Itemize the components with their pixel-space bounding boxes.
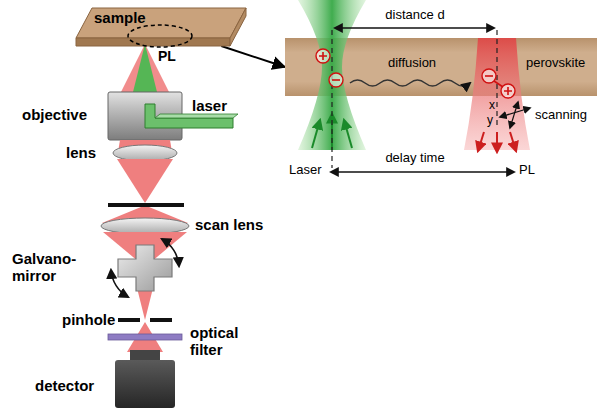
plus-sign [504,87,512,95]
beam-arrow [510,132,516,151]
guide-line [496,30,497,128]
scan-axis [510,102,518,128]
component-label: optical filter [190,324,254,359]
zoom-region [128,25,192,47]
slab-top [76,8,246,38]
excitation-beam [298,0,366,150]
recombination-line [494,81,503,87]
scan-axis [500,108,530,117]
node-label: sample [94,9,146,26]
beam-arrow [344,120,352,148]
galvo-mirror-shape [118,245,172,291]
process-label: scanning [535,108,587,123]
plus-sign [319,52,327,60]
pl-beam [117,159,173,203]
image-plane-bar [108,203,184,207]
pinhole-blade [118,318,140,322]
component-label: lens [66,144,96,161]
component-label: scan lens [195,216,263,233]
hole-charge [316,49,330,63]
perovskite-layer: perovskite [285,38,597,96]
hole-charge [501,84,515,98]
pinhole-blade [150,318,172,322]
rotation-arrow [162,239,179,266]
laser-beam-top [155,114,238,118]
component-label: detector [35,377,94,394]
axis-label: y [487,114,493,128]
process-label: diffusion [388,56,436,71]
component-label: objective [22,106,87,123]
component-label: laser [192,97,227,114]
slab-front [76,38,230,46]
beam-arrow [496,132,498,152]
zoom-arrow [221,46,285,67]
beam-arrow [312,120,320,148]
detector-window [130,350,160,361]
sample-slab: sample [70,6,248,46]
component-label: pinhole [62,311,115,328]
scan-lens-shape [101,218,189,234]
slab-side [230,8,246,46]
guide-line [331,30,332,168]
component-label: Galvano-mirror [12,250,96,285]
beam-label: PL [519,163,535,178]
beam-arrow [331,114,333,150]
lens-shape [113,145,177,161]
minus-sign [332,79,340,81]
delay-arrow [331,171,514,172]
beam-arrow [478,132,484,151]
time-label: delay time [385,151,444,166]
emission-beam [464,38,530,150]
electron-charge [482,69,496,83]
laser-beam [133,44,157,92]
layer-band [285,38,597,96]
distance-arrow [335,27,494,28]
beam-label: PL [158,48,176,64]
node-label: perovskite [526,56,585,71]
dimension-label: distance d [385,8,444,23]
electron-charge [329,73,343,87]
rotation-arrow [111,270,128,297]
optical-filter-shape [108,334,182,340]
minus-sign [485,75,493,77]
diffusion-path [350,80,470,86]
beam-label: Laser [289,163,322,178]
axis-label: x [489,99,495,113]
detector-body [115,360,175,408]
